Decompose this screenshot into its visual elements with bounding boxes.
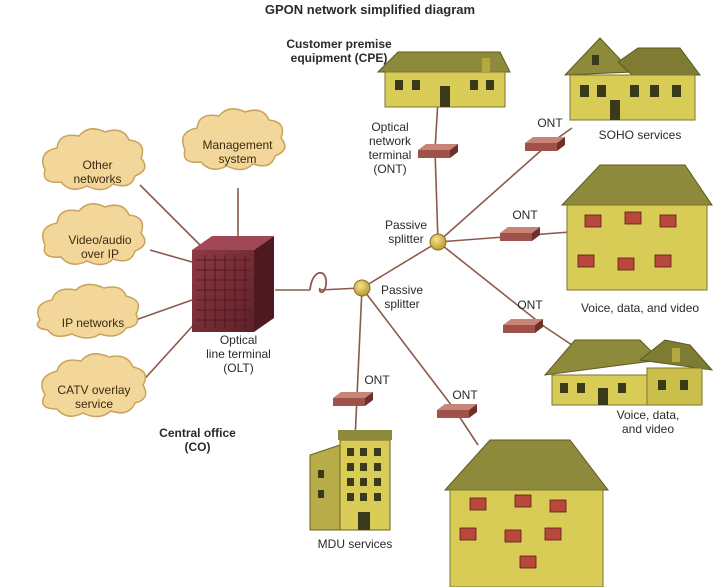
cloud-label-catv: CATV overlay service [57,383,131,411]
label-cpe: Customer premise equipment (CPE) [286,37,392,65]
cloud-video [42,203,146,266]
cloud-catv [41,353,147,418]
house-cpe [376,51,511,108]
label-ont-soho: ONT [537,116,563,130]
cloud-other [42,128,146,191]
house-bottom [443,439,610,587]
cloud-label-other: Other networks [73,158,122,186]
cloud-label-management: Management system [202,138,273,166]
label-ont-cpe: Optical network terminal (ONT) [368,120,412,176]
house-vdv1 [560,164,713,291]
cloud-ip [36,283,140,339]
house-soho [563,37,701,121]
label-ont-vdv1: ONT [512,208,538,222]
ont-box-cpe [418,144,458,158]
label-vdv1: Voice, data, and video [580,301,700,315]
ont-box-vdv2 [503,319,543,333]
mdu-building [309,430,392,531]
label-ont-mdu: ONT [364,373,390,387]
cloud-label-video: Video/audio over IP [68,233,132,261]
label-ont-house4: ONT [452,388,478,402]
label-vdv2: Voice, data, and video [616,408,680,436]
label-central-office: Central office (CO) [159,426,236,454]
ont-box-soho [525,137,565,151]
ont-box-mdu [333,392,373,406]
passive-splitter-2 [353,279,371,297]
label-olt: Optical line terminal (OLT) [206,333,271,375]
ont-box-house4 [437,404,477,418]
cloud-management [182,108,286,171]
passive-splitter-1 [429,233,447,251]
label-mdu: MDU services [317,537,393,551]
diagram-title: GPON network simplified diagram [264,2,476,17]
house-vdv2 [543,339,714,406]
ont-box-vdv1 [500,227,540,241]
cloud-label-ip: IP networks [61,316,125,330]
label-soho: SOHO services [598,128,682,142]
label-ont-vdv2: ONT [517,298,543,312]
olt-equipment [192,236,274,332]
label-passive-splitter-2: Passive splitter [380,283,424,311]
label-passive-splitter-1: Passive splitter [384,218,428,246]
